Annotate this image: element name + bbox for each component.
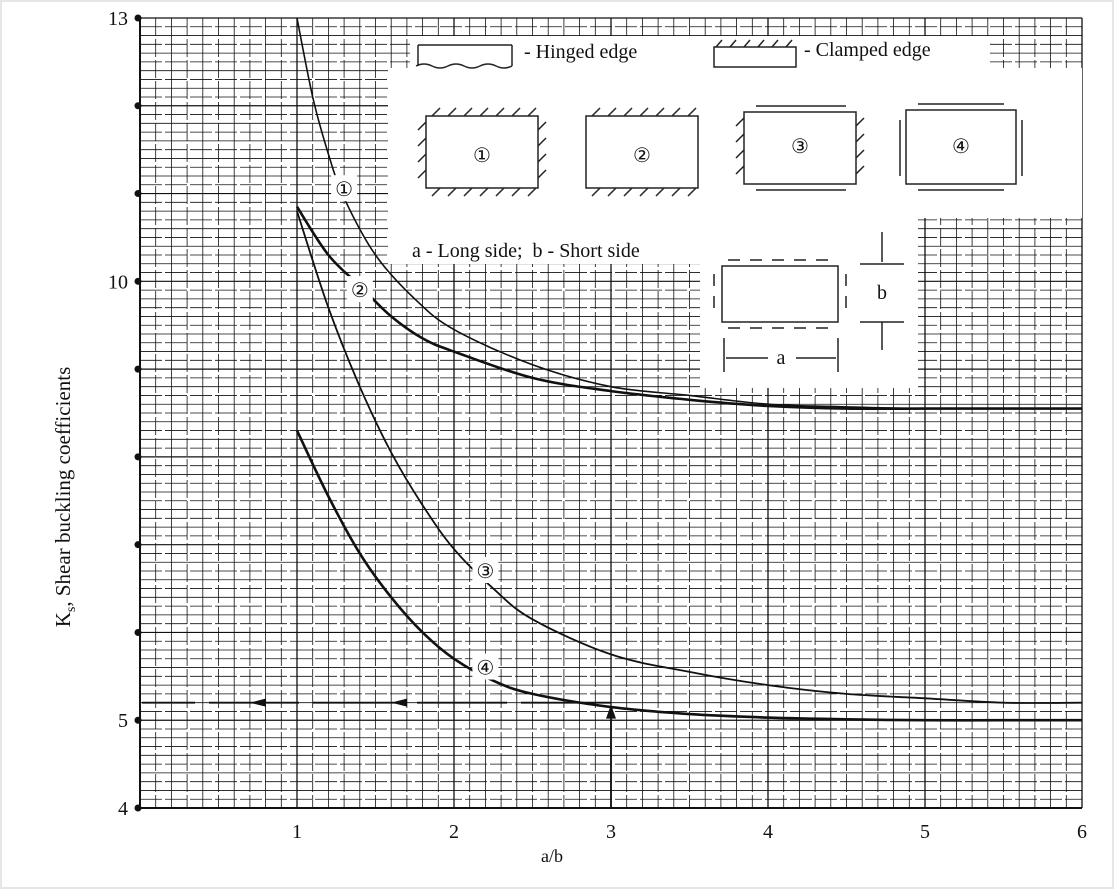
- legend-key-background: [410, 36, 990, 68]
- y-axis-dot: [134, 190, 142, 198]
- panel-3-number: ③: [791, 136, 809, 158]
- y-axis-dot: [134, 365, 142, 373]
- dimension-a-label: a: [777, 347, 786, 369]
- panel-number-labels: ① ② ③ ④: [473, 136, 970, 167]
- curve-labels: ① ② ③ ④: [331, 175, 499, 680]
- curve-label-background: [472, 653, 499, 680]
- x-tick-label: 2: [449, 821, 459, 843]
- curve-label-background: [331, 175, 358, 202]
- x-tick-label: 1: [292, 821, 302, 843]
- y-axis-label: Ks, Shear buckling coefficients: [51, 367, 79, 628]
- y-axis-dot: [134, 277, 142, 285]
- curve-label-1: ①: [335, 179, 353, 201]
- y-axis-dot: [134, 453, 142, 461]
- y-axis-dot: [134, 716, 142, 724]
- curve-label-4: ④: [476, 658, 494, 680]
- series-curve-3: [296, 210, 1083, 704]
- y-axis-dot: [134, 804, 142, 812]
- curve-label-background: [346, 276, 373, 303]
- panel-1-number: ①: [473, 145, 491, 167]
- y-tick-label: 10: [108, 271, 128, 293]
- y-axis-dot: [134, 628, 142, 636]
- legend-background-lower: [388, 218, 700, 264]
- curve-label-2: ②: [351, 280, 369, 302]
- series-curve-4: [295, 430, 1082, 722]
- panel-3-diagram: [735, 105, 865, 191]
- y-tick-label: 5: [118, 710, 128, 732]
- panel-1-diagram: [417, 107, 547, 197]
- y-axis-dot: [134, 102, 142, 110]
- curve-label-background: [472, 557, 499, 583]
- tick-labels: 1 2 3 4 5 6 4 5 10 13: [108, 8, 1087, 843]
- panel-4-diagram: [899, 103, 1023, 191]
- legend-background: [388, 68, 1082, 218]
- side-definition-label: a - Long side; b - Short side: [412, 240, 640, 262]
- curves: [142, 17, 1083, 808]
- legend-panel: - Hinged edge - Clamped edge: [388, 36, 1082, 388]
- x-tick-label: 5: [920, 821, 930, 843]
- panel-4-number: ④: [952, 136, 970, 158]
- x-tick-label: 3: [606, 821, 616, 843]
- x-tick-label: 6: [1077, 821, 1087, 843]
- clamped-edge-symbol: [713, 39, 797, 68]
- x-tick-label: 4: [763, 821, 773, 843]
- x-axis-label: a/b: [541, 846, 563, 866]
- curve-label-3: ③: [476, 561, 494, 583]
- panel-2-diagram: [585, 107, 699, 197]
- y-axis-dot: [134, 14, 142, 22]
- y-axis-dot: [134, 541, 142, 549]
- y-tick-label: 13: [108, 8, 128, 30]
- reference-arrowhead-left: [391, 698, 407, 707]
- reference-arrowhead-up: [606, 704, 616, 719]
- y-tick-label: 4: [118, 798, 128, 820]
- hinged-edge-label: - Hinged edge: [524, 41, 637, 63]
- hinged-edge-symbol: [415, 44, 513, 69]
- clamped-edge-label: - Clamped edge: [804, 39, 931, 61]
- dimension-b-label: b: [877, 282, 887, 304]
- reference-arrowhead-left: [249, 698, 266, 707]
- panel-2-number: ②: [633, 145, 651, 167]
- dimension-diagram: [713, 232, 904, 372]
